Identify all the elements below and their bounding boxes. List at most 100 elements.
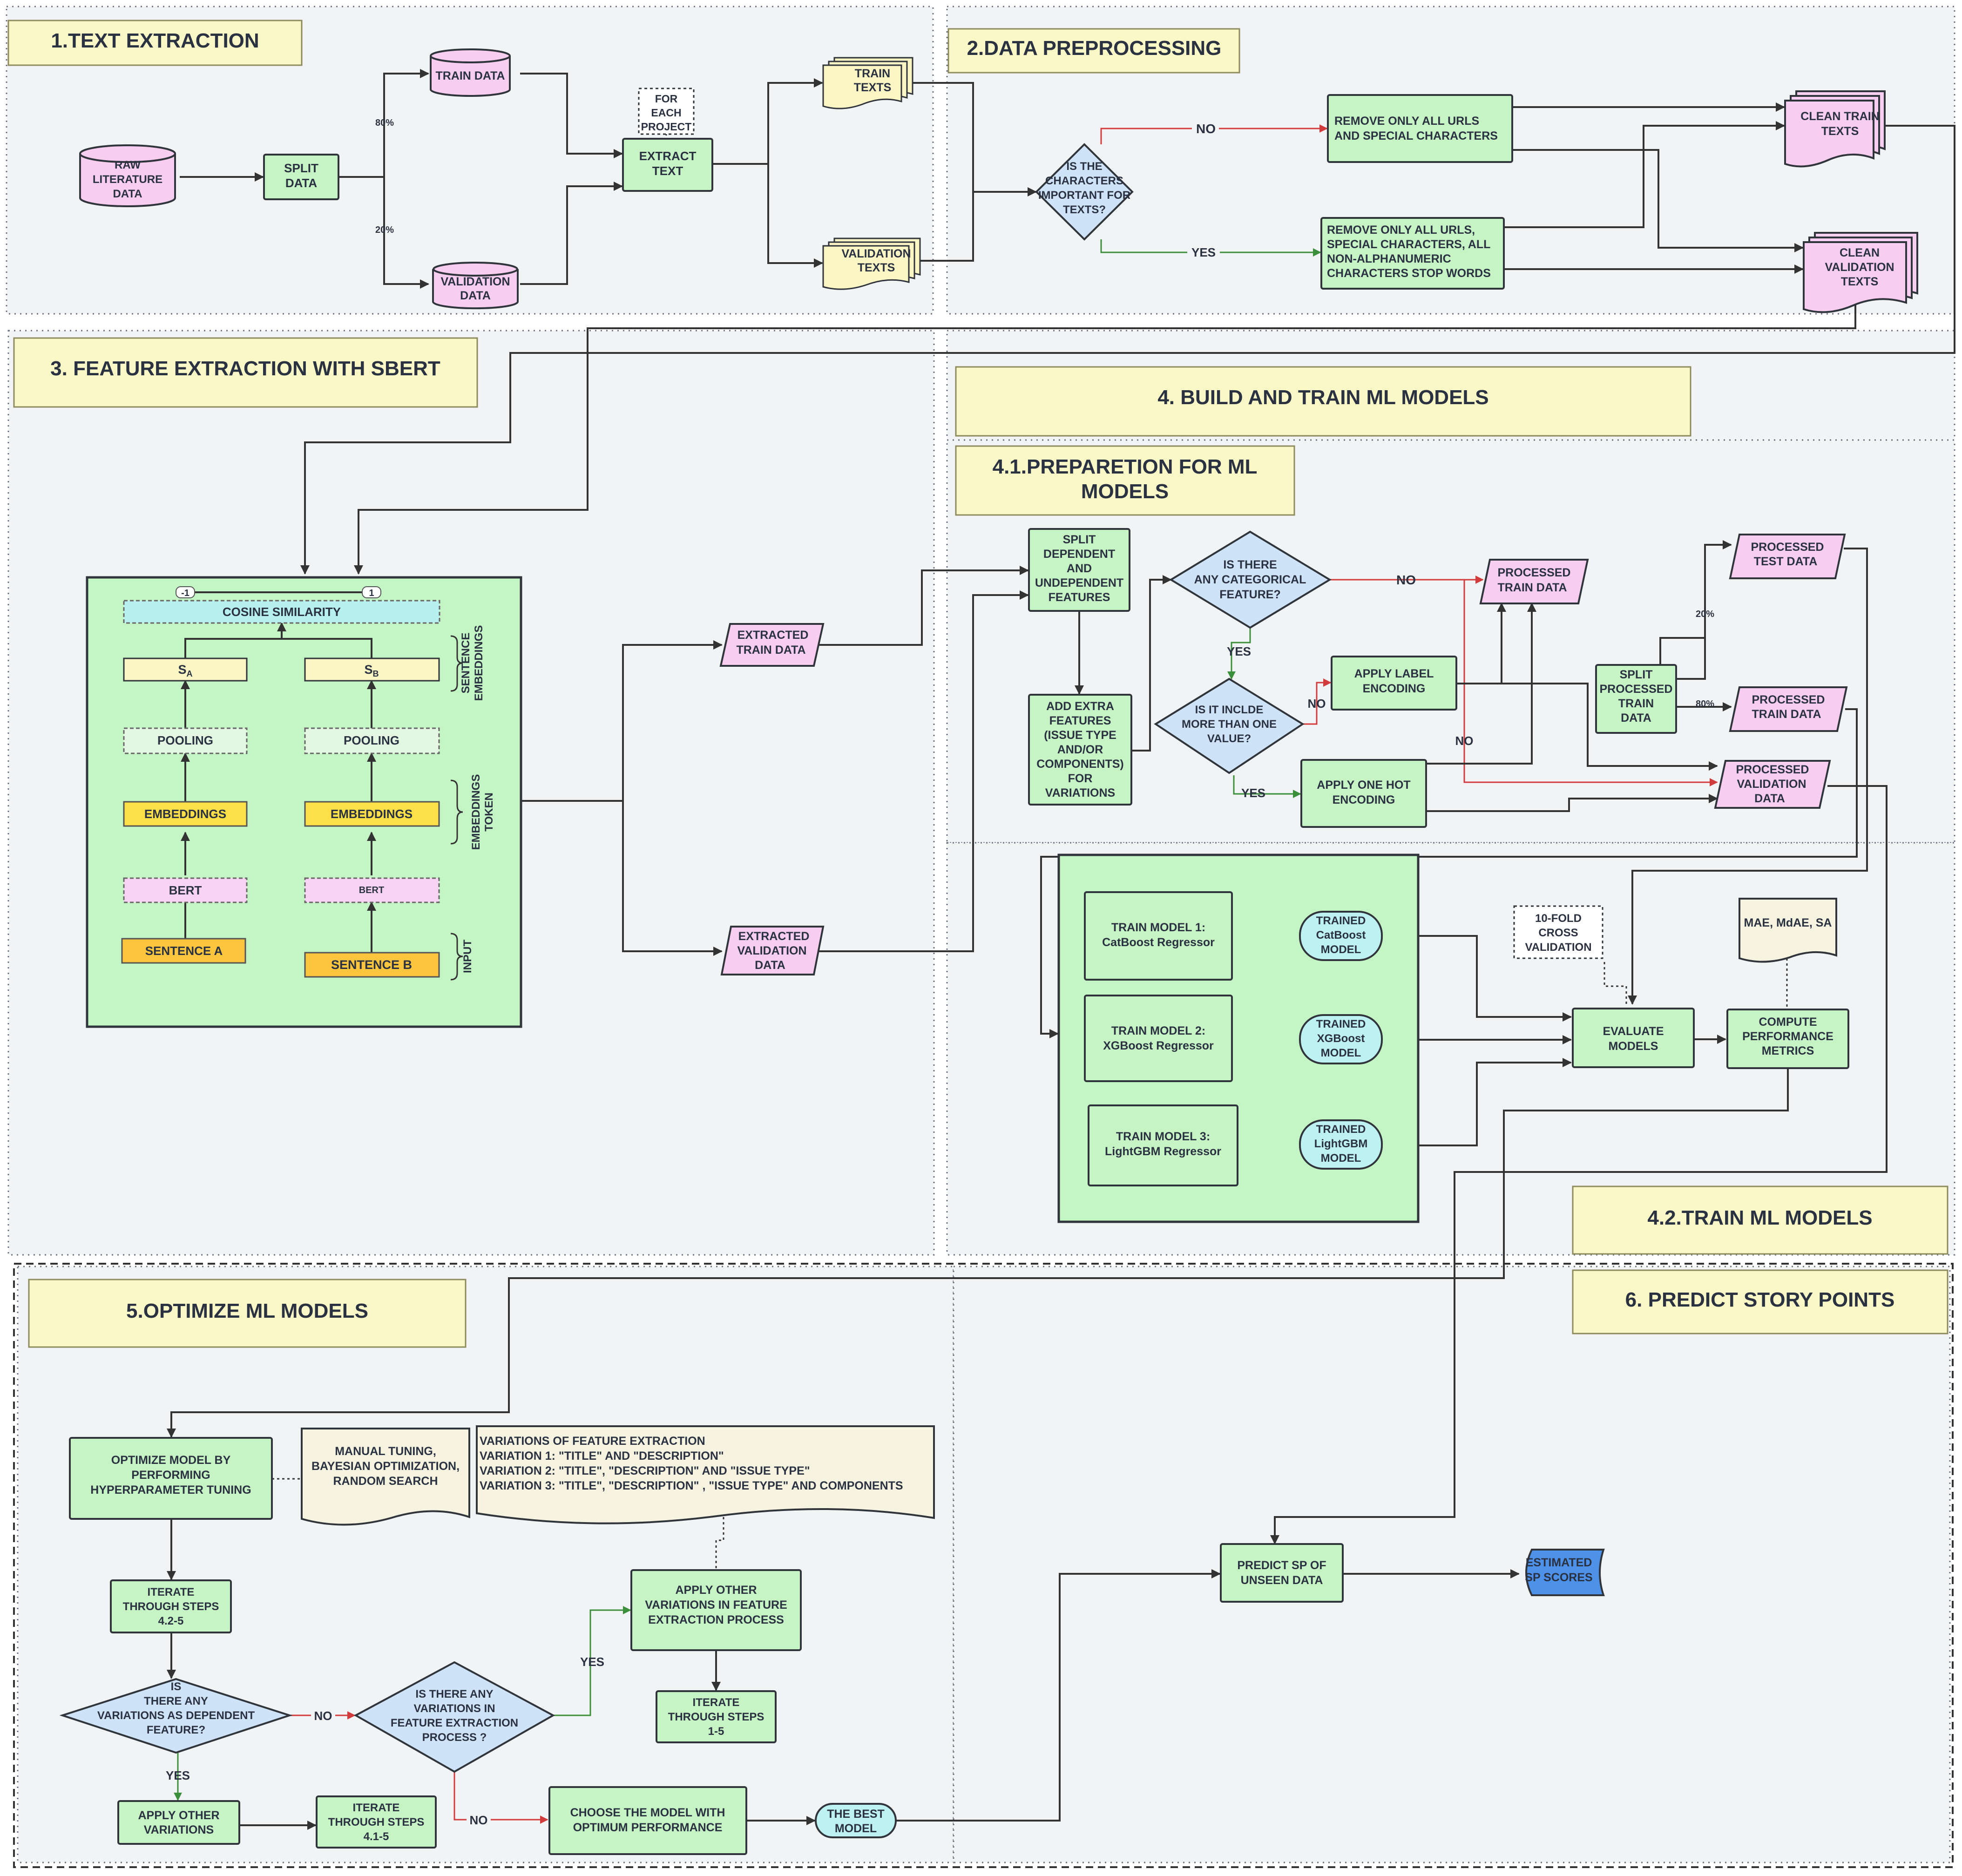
more-than-one-value-decision: IS IT INCLDE MORE THAN ONE VALUE? bbox=[1154, 677, 1305, 774]
svg-text:CHARACTERS STOP WORDS: CHARACTERS STOP WORDS bbox=[1327, 267, 1491, 280]
train-model-catboost: TRAIN MODEL 1: CatBoost Regressor bbox=[1084, 891, 1233, 981]
apply-feature-variations: APPLY OTHER VARIATIONS IN FEATURE EXTRAC… bbox=[630, 1569, 802, 1651]
label-yes-categorical: YES bbox=[1227, 644, 1251, 658]
svg-text:TRAIN MODEL 2:: TRAIN MODEL 2: bbox=[1111, 1024, 1205, 1037]
for-each-project-note: FOR EACH PROJECT bbox=[638, 88, 695, 135]
svg-text:TRAIN DATA: TRAIN DATA bbox=[736, 643, 805, 657]
frame-optimize-predict bbox=[13, 1263, 1954, 1868]
train-texts-doc: TRAIN TEXTS bbox=[822, 57, 913, 109]
svg-text:EVALUATE: EVALUATE bbox=[1603, 1025, 1664, 1038]
svg-text:SENTENCE A: SENTENCE A bbox=[145, 944, 223, 958]
svg-text:MODEL: MODEL bbox=[1321, 1152, 1361, 1165]
svg-text:VALIDATION: VALIDATION bbox=[440, 275, 510, 288]
svg-text:TEXTS: TEXTS bbox=[854, 81, 892, 94]
header-train-models: 4.2.TRAIN ML MODELS bbox=[1572, 1185, 1948, 1255]
sentence-a: SENTENCE A bbox=[121, 938, 246, 964]
pooling-b: POOLING bbox=[304, 727, 440, 754]
svg-text:TEXT: TEXT bbox=[652, 164, 683, 178]
iterate-1-5: ITERATE THROUGH STEPS 1-5 bbox=[656, 1690, 777, 1743]
svg-text:SPECIAL CHARACTERS, ALL: SPECIAL CHARACTERS, ALL bbox=[1327, 238, 1490, 251]
trained-catboost-model: TRAINED CatBoost MODEL bbox=[1299, 911, 1383, 961]
svg-text:PREDICT SP OF: PREDICT SP OF bbox=[1237, 1559, 1326, 1572]
extracted-validation-data: EXTRACTED VALIDATION DATA bbox=[720, 926, 825, 975]
svg-text:FEATURE?: FEATURE? bbox=[147, 1724, 205, 1736]
categorical-feature-decision: IS THERE ANY CATEGORICAL FEATURE? bbox=[1169, 530, 1332, 629]
svg-text:4. BUILD AND TRAIN ML MODELS: 4. BUILD AND TRAIN ML MODELS bbox=[1157, 386, 1488, 409]
iterate-4-1-5: ITERATE THROUGH STEPS 4.1-5 bbox=[316, 1795, 437, 1849]
processed-validation-data: PROCESSED VALIDATION DATA bbox=[1714, 760, 1831, 809]
svg-text:3. FEATURE EXTRACTION WITH SBE: 3. FEATURE EXTRACTION WITH SBERT bbox=[50, 357, 440, 380]
svg-text:VARIATION 1: "TITLE" AND "DESC: VARIATION 1: "TITLE" AND "DESCRIPTION" bbox=[480, 1449, 724, 1463]
svg-text:DATA: DATA bbox=[1621, 711, 1651, 725]
svg-text:MODELS: MODELS bbox=[1081, 480, 1169, 503]
svg-text:THERE ANY: THERE ANY bbox=[144, 1695, 208, 1707]
svg-text:COSINE SIMILARITY: COSINE SIMILARITY bbox=[223, 605, 341, 619]
svg-text:NO: NO bbox=[1196, 122, 1216, 136]
svg-text:ITERATE: ITERATE bbox=[148, 1586, 195, 1598]
best-model: THE BEST MODEL bbox=[815, 1803, 897, 1838]
svg-text:OPTIMUM PERFORMANCE: OPTIMUM PERFORMANCE bbox=[573, 1821, 723, 1834]
label-80pct: 80% bbox=[375, 118, 394, 128]
svg-text:CHOOSE THE MODEL WITH: CHOOSE THE MODEL WITH bbox=[570, 1806, 725, 1819]
header-optimize: 5.OPTIMIZE ML MODELS bbox=[28, 1279, 467, 1348]
svg-text:SPLIT: SPLIT bbox=[1620, 668, 1653, 681]
svg-text:PROCESSED: PROCESSED bbox=[1751, 541, 1824, 554]
svg-text:UNSEEN DATA: UNSEEN DATA bbox=[1241, 1574, 1323, 1587]
svg-text:TEXTS?: TEXTS? bbox=[1063, 203, 1106, 216]
label-no-multi: NO bbox=[1308, 697, 1326, 711]
svg-text:TEXTS: TEXTS bbox=[858, 261, 895, 274]
svg-text:FEATURES: FEATURES bbox=[1049, 591, 1110, 604]
compute-performance-metrics: COMPUTE PERFORMANCE METRICS bbox=[1726, 1009, 1849, 1069]
clean-validation-texts-doc: CLEAN VALIDATION TEXTS bbox=[1803, 232, 1918, 313]
svg-text:PERFORMANCE: PERFORMANCE bbox=[1742, 1030, 1833, 1043]
svg-text:IS THERE ANY: IS THERE ANY bbox=[415, 1688, 493, 1700]
svg-text:HYPERPARAMETER TUNING: HYPERPARAMETER TUNING bbox=[90, 1483, 251, 1497]
svg-text:PROCESSED: PROCESSED bbox=[1752, 693, 1825, 706]
estimated-sp-scores: ESTIMATED SP SCORES bbox=[1525, 1549, 1605, 1596]
svg-text:ENCODING: ENCODING bbox=[1363, 682, 1426, 695]
svg-text:EXTRACT: EXTRACT bbox=[639, 149, 697, 163]
train-model-xgboost: TRAIN MODEL 2: XGBoost Regressor bbox=[1084, 995, 1233, 1082]
svg-text:VARIATION 3: "TITLE", "DESCRIP: VARIATION 3: "TITLE", "DESCRIPTION" , "I… bbox=[480, 1479, 903, 1492]
optimize-model-box: OPTIMIZE MODEL BY PERFORMING HYPERPARAME… bbox=[69, 1437, 273, 1520]
svg-text:IS THERE: IS THERE bbox=[1223, 558, 1277, 571]
svg-text:TRAIN: TRAIN bbox=[1618, 697, 1654, 710]
label-yes-preprocessing: YES bbox=[1187, 245, 1220, 260]
svg-text:XGBoost: XGBoost bbox=[1317, 1032, 1365, 1045]
svg-text:PROCESS ?: PROCESS ? bbox=[422, 1731, 487, 1744]
svg-text:IS IT INCLDE: IS IT INCLDE bbox=[1195, 704, 1264, 716]
split-processed-train-data: SPLIT PROCESSED TRAIN DATA bbox=[1595, 664, 1677, 734]
svg-text:RANDOM SEARCH: RANDOM SEARCH bbox=[333, 1475, 438, 1488]
tuning-methods-doc: MANUAL TUNING, BAYESIAN OPTIMIZATION, RA… bbox=[301, 1428, 470, 1526]
label-no-fe: NO bbox=[467, 1813, 491, 1827]
svg-text:METRICS: METRICS bbox=[1762, 1044, 1814, 1057]
connector-labels: 80% 20% NO YES NO YES NO NO YES 20% 80% … bbox=[166, 118, 1714, 1827]
remove-urls-all-box: REMOVE ONLY ALL URLS, SPECIAL CHARACTERS… bbox=[1320, 217, 1505, 290]
svg-text:COMPUTE: COMPUTE bbox=[1759, 1016, 1817, 1029]
svg-text:ENCODING: ENCODING bbox=[1333, 793, 1395, 806]
svg-text:EMBEDDINGS: EMBEDDINGS bbox=[144, 807, 226, 821]
label-no-dep: NO bbox=[311, 1709, 335, 1723]
svg-text:XGBoost Regressor: XGBoost Regressor bbox=[1103, 1039, 1214, 1052]
svg-text:VALIDATION: VALIDATION bbox=[841, 247, 911, 260]
svg-text:VALIDATION: VALIDATION bbox=[1737, 778, 1806, 791]
svg-text:FEATURES: FEATURES bbox=[1049, 714, 1111, 727]
sentence-embedding-b: SB bbox=[304, 657, 440, 682]
svg-text:4.2.TRAIN ML MODELS: 4.2.TRAIN ML MODELS bbox=[1647, 1206, 1872, 1229]
svg-text:SA: SA bbox=[178, 663, 192, 678]
svg-text:ITERATE: ITERATE bbox=[353, 1802, 400, 1814]
svg-text:MODEL: MODEL bbox=[835, 1822, 877, 1835]
svg-text:DATA: DATA bbox=[460, 289, 491, 302]
label-sentence-embeddings: SENTENCEEMBEDDINGS bbox=[460, 625, 485, 701]
svg-text:IS: IS bbox=[171, 1680, 182, 1693]
svg-text:MORE THAN ONE: MORE THAN ONE bbox=[1182, 718, 1277, 731]
label-yes-fe: YES bbox=[580, 1655, 604, 1669]
svg-text:DATA: DATA bbox=[285, 176, 318, 190]
region-predict bbox=[953, 1266, 1951, 1863]
svg-text:DATA: DATA bbox=[1754, 792, 1785, 805]
svg-text:SPLIT: SPLIT bbox=[284, 161, 318, 175]
scale-minus-one: -1 bbox=[176, 586, 195, 598]
label-yes-dep: YES bbox=[166, 1768, 190, 1782]
svg-text:PROCESSED: PROCESSED bbox=[1600, 683, 1673, 696]
svg-text:6. PREDICT STORY POINTS: 6. PREDICT STORY POINTS bbox=[1625, 1288, 1895, 1311]
